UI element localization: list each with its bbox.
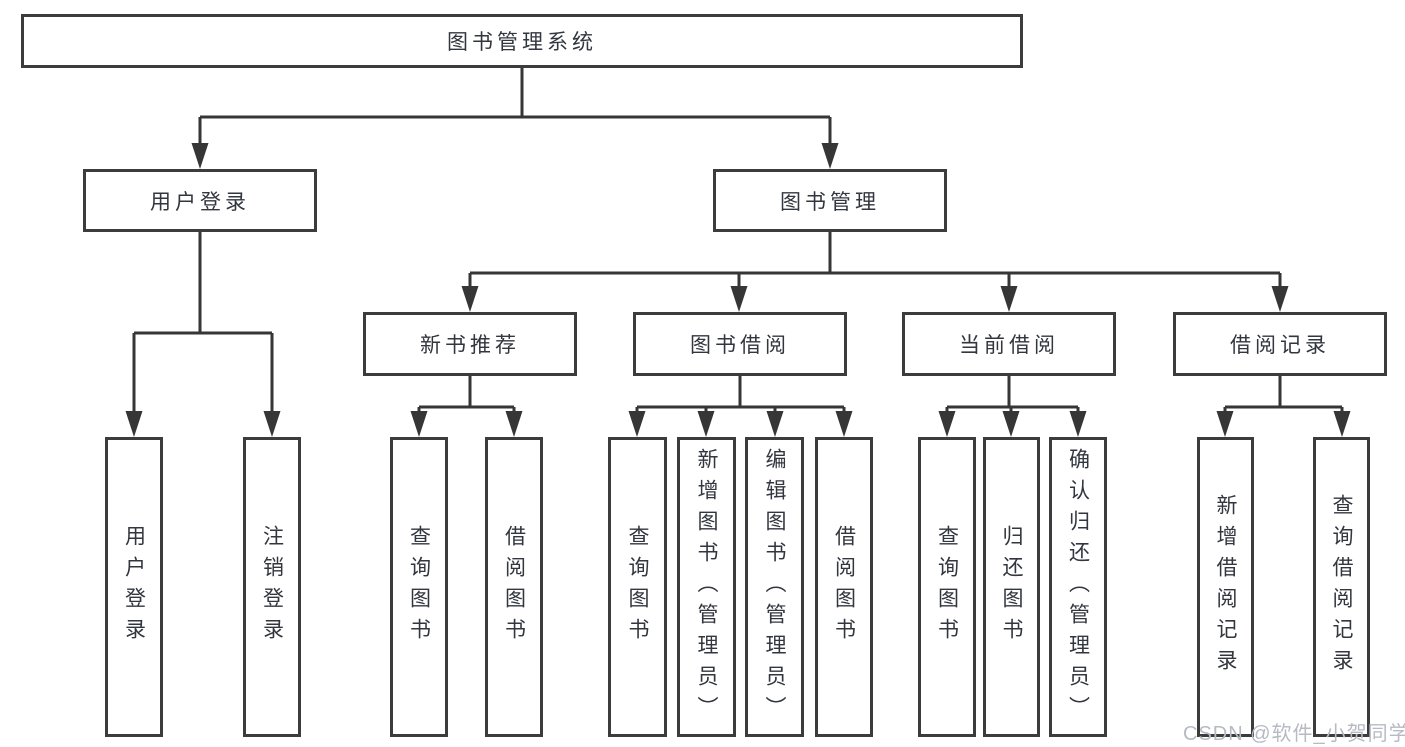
arrowhead-down-icon [938, 411, 956, 437]
leaf-record-add-borrow-record: 新增借阅记录 [1197, 437, 1254, 737]
arrowhead-down-icon [191, 143, 209, 169]
arrowhead-down-icon [697, 411, 715, 437]
leaf-current-query-books: 查询图书 [918, 437, 976, 737]
arrowhead-down-icon [821, 143, 839, 169]
leaf-recommend-query-books: 查询图书 [390, 437, 448, 737]
node-current-borrow: 当前借阅 [902, 312, 1116, 376]
arrowhead-down-icon [410, 411, 428, 437]
leaf-current-confirm-return-admin: 确认归还（管理员） [1049, 437, 1107, 737]
leaf-borrow-add-books-admin: 新增图书（管理员） [677, 437, 736, 737]
node-new-book-recommend: 新书推荐 [363, 312, 577, 376]
leaf-recommend-borrow-books: 借阅图书 [485, 437, 543, 737]
leaf-borrow-edit-books-admin-label: 编辑图书（管理员） [763, 447, 786, 727]
leaf-record-query-borrow-record-label: 查询借阅记录 [1330, 494, 1353, 680]
arrowhead-down-icon [766, 411, 784, 437]
leaf-current-confirm-return-admin-label: 确认归还（管理员） [1066, 447, 1090, 727]
leaf-current-query-books-label: 查询图书 [935, 525, 959, 649]
connector-userlogin-to-leaves [132, 232, 274, 419]
node-book-management: 图书管理 [713, 169, 947, 232]
node-root-label: 图书管理系统 [447, 31, 597, 54]
node-borrow-record-label: 借阅记录 [1230, 334, 1330, 357]
leaf-recommend-borrow-books-label: 借阅图书 [502, 525, 526, 649]
arrowhead-down-icon [125, 411, 143, 437]
connector-newbookrec-to-leaves [417, 376, 516, 419]
arrowhead-down-icon [1333, 411, 1351, 437]
node-book-management-label: 图书管理 [780, 190, 880, 214]
leaf-borrow-query-books: 查询图书 [608, 437, 667, 737]
node-book-borrow-label: 图书借阅 [690, 334, 790, 357]
leaf-logout-label: 注销登录 [260, 525, 284, 649]
node-user-login: 用户登录 [83, 169, 317, 232]
leaf-record-query-borrow-record: 查询借阅记录 [1313, 437, 1370, 737]
node-current-borrow-label: 当前借阅 [959, 334, 1059, 357]
node-new-book-recommend-label: 新书推荐 [420, 334, 520, 357]
arrowhead-down-icon [1216, 411, 1234, 437]
connector-borrowrecord-to-leaves [1223, 376, 1344, 419]
node-root: 图书管理系统 [21, 14, 1023, 68]
csdn-watermark: CSDN @软件_小贺同学 [1183, 723, 1405, 745]
leaf-borrow-borrow-books: 借阅图书 [815, 437, 873, 737]
arrowhead-down-icon [835, 411, 853, 437]
node-book-borrow: 图书借阅 [633, 312, 847, 376]
node-user-login-label: 用户登录 [150, 190, 250, 214]
arrowhead-down-icon [730, 286, 748, 312]
connector-bookmgmt-to-level3 [468, 232, 1282, 294]
connector-root-to-level2 [198, 68, 832, 152]
leaf-borrow-borrow-books-label: 借阅图书 [832, 525, 856, 649]
arrowhead-down-icon [505, 411, 523, 437]
leaf-current-return-books: 归还图书 [983, 437, 1040, 737]
connector-bookborrow-to-leaves [635, 376, 846, 419]
leaf-recommend-query-books-label: 查询图书 [407, 525, 431, 649]
leaf-user-login: 用户登录 [105, 437, 163, 737]
arrowhead-down-icon [628, 411, 646, 437]
arrowhead-down-icon [1000, 286, 1018, 312]
leaf-user-login-label: 用户登录 [122, 525, 146, 649]
leaf-current-return-books-label: 归还图书 [1000, 525, 1023, 649]
leaf-borrow-query-books-label: 查询图书 [626, 525, 649, 649]
arrowhead-down-icon [263, 411, 281, 437]
arrowhead-down-icon [1002, 411, 1020, 437]
arrowhead-down-icon [1271, 286, 1289, 312]
leaf-record-add-borrow-record-label: 新增借阅记录 [1214, 494, 1237, 680]
node-borrow-record: 借阅记录 [1173, 312, 1387, 376]
leaf-logout: 注销登录 [243, 437, 301, 737]
arrowhead-down-icon [461, 286, 479, 312]
arrowhead-down-icon [1069, 411, 1087, 437]
leaf-borrow-add-books-admin-label: 新增图书（管理员） [695, 447, 718, 727]
leaf-borrow-edit-books-admin: 编辑图书（管理员） [745, 437, 804, 737]
